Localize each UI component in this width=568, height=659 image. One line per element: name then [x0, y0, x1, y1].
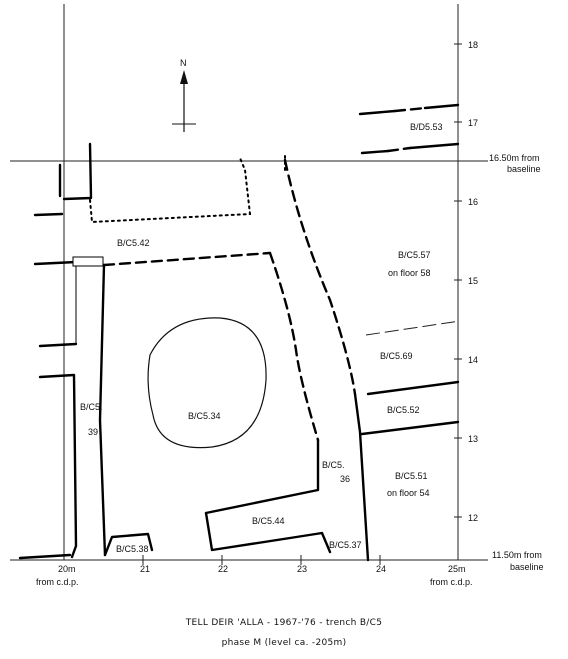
locus-bc569: B/C5.69 — [380, 351, 413, 361]
locus-bd553: B/D5.53 — [410, 122, 443, 132]
locus-bc552: B/C5.52 — [387, 405, 420, 415]
locus-bc536-line2: 36 — [340, 474, 350, 484]
y-tick-label: 16 — [468, 197, 478, 207]
x-axis-ticks — [142, 555, 381, 565]
locus-bc542: B/C5.42 — [117, 238, 150, 248]
locus-bc539-line2: 39 — [88, 427, 98, 437]
pit-outline — [147, 317, 267, 449]
locus-bc557-note: on floor 58 — [388, 268, 431, 278]
doorway-block — [72, 256, 104, 267]
x-tick-label: 25m — [448, 564, 466, 574]
locus-bc551: B/C5.51 — [395, 471, 428, 481]
locus-bc534: B/C5.34 — [188, 411, 221, 421]
caption-phase: phase M (level ca. -205m) — [221, 638, 347, 648]
dashed-walls — [102, 106, 427, 442]
baseline-bottom-label-1: 11.50m from — [492, 550, 542, 560]
locus-bc536-line1: B/C5. — [322, 460, 345, 470]
y-tick-label: 17 — [468, 118, 478, 128]
y-tick-label: 15 — [468, 276, 478, 286]
x-tick-label: 21 — [140, 564, 150, 574]
north-label: N — [180, 58, 187, 68]
x-origin-label-left: from c.d.p. — [36, 577, 79, 587]
locus-bc557: B/C5.57 — [398, 250, 431, 260]
y-axis-ticks — [454, 43, 462, 518]
baseline-top-label-2: baseline — [507, 164, 541, 174]
x-origin-label-right: from c.d.p. — [430, 577, 473, 587]
dotted-walls — [89, 155, 286, 224]
solid-walls — [18, 103, 460, 562]
locus-bc544: B/C5.44 — [252, 516, 285, 526]
caption-title: TELL DEIR 'ALLA - 1967-'76 - trench B/C5 — [185, 618, 383, 628]
baseline-top-label-1: 16.50m from — [489, 153, 540, 163]
y-tick-label: 14 — [468, 355, 478, 365]
locus-bc539-line1: B/C5. — [80, 402, 103, 412]
y-tick-label: 12 — [468, 513, 478, 523]
locus-bc551-note: on floor 54 — [387, 488, 430, 498]
north-arrow-icon — [172, 70, 196, 132]
baseline-bottom-label-2: baseline — [510, 562, 544, 572]
x-tick-label: 24 — [376, 564, 386, 574]
x-tick-label: 20m — [58, 564, 76, 574]
locus-bc538: B/C5.38 — [116, 544, 149, 554]
floor-boundary-line — [365, 320, 461, 336]
y-tick-label: 18 — [468, 40, 478, 50]
locus-bc537: B/C5.37 — [329, 540, 362, 550]
x-tick-label: 23 — [297, 564, 307, 574]
x-tick-label: 22 — [218, 564, 228, 574]
y-tick-label: 13 — [468, 434, 478, 444]
